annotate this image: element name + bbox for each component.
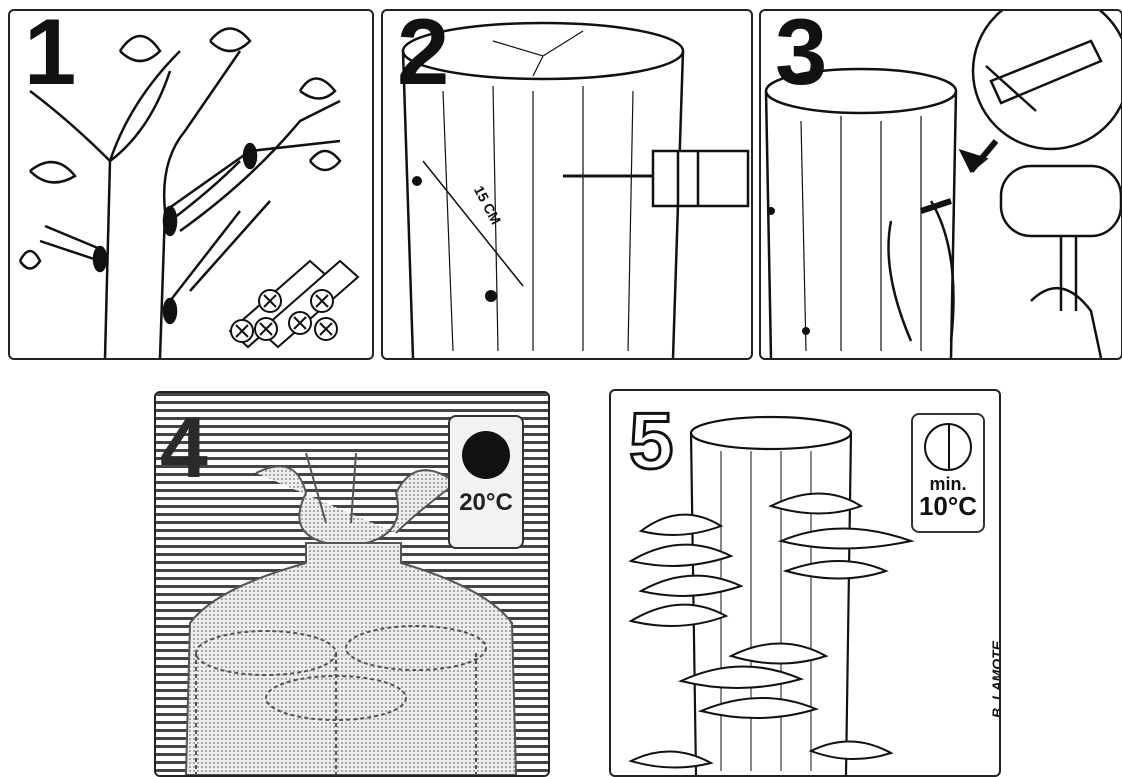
step-number: 3 (775, 9, 823, 99)
temperature-value: 10°C (919, 493, 977, 519)
step-number: 1 (24, 9, 72, 99)
temperature-indicator: 20°C (448, 415, 524, 549)
moon-icon (462, 431, 510, 479)
artist-signature: B. LAMOTE (989, 641, 1001, 718)
temperature-indicator: min. 10°C (911, 413, 985, 533)
step-number: 5 (629, 401, 674, 481)
half-sun-icon (924, 423, 972, 471)
panel-5-fruiting-log: 5 min. 10°C B. LAMOTE (609, 389, 1001, 777)
step-number: 2 (397, 9, 445, 99)
panel-4-incubate-bag: 4 20°C (154, 391, 550, 777)
panel-2-drill-holes: 2 15 CM (381, 9, 753, 360)
panel-3-insert-dowels: 3 (759, 9, 1122, 360)
temperature-value: 20°C (459, 489, 513, 517)
step-number: 4 (160, 405, 208, 491)
panel-1-cut-branches: 1 (8, 9, 374, 360)
